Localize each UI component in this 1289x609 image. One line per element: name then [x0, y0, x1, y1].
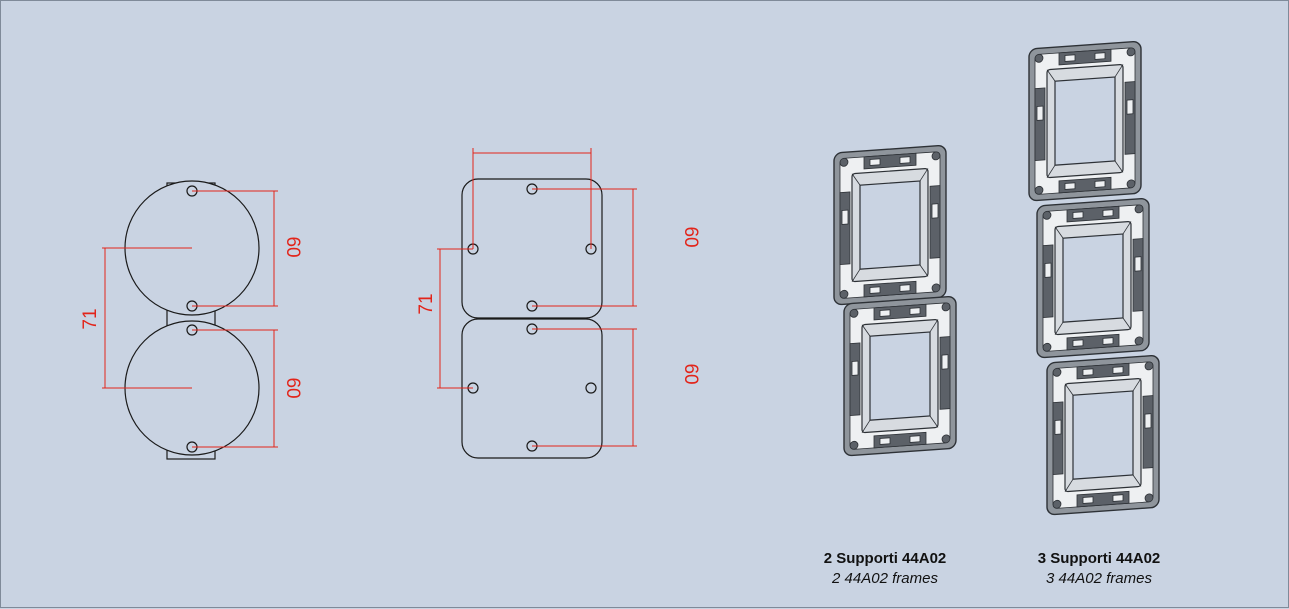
square-boxes-drawing [461, 178, 603, 459]
two-frames-illustration [833, 144, 957, 457]
two-frames-caption-main: 2 Supporti 44A02 [823, 550, 947, 567]
round-boxes-drawing [124, 180, 260, 460]
three-frames-caption: 3 Supporti 44A02 3 44A02 frames [999, 549, 1199, 589]
frame-module [843, 295, 957, 457]
frame-module [833, 144, 947, 306]
round-boxes-dimension-lines [102, 190, 278, 448]
three-frames-caption-main: 3 Supporti 44A02 [1037, 550, 1161, 567]
round-lower-height-label: 60 [282, 377, 303, 398]
frame-module [1036, 197, 1150, 359]
two-frames-caption: 2 Supporti 44A02 2 44A02 frames [785, 549, 985, 589]
frame-module [1028, 40, 1142, 202]
three-frames-illustration [1028, 40, 1160, 516]
square-upper-height-label: 60 [680, 226, 701, 247]
round-spacing-label: 71 [80, 308, 101, 329]
square-box-lower [461, 318, 603, 459]
square-boxes-dimension-lines [437, 148, 637, 447]
screw-hole [585, 382, 597, 394]
round-upper-height-label: 60 [282, 236, 303, 257]
square-box-upper [461, 178, 603, 319]
square-spacing-label: 71 [416, 293, 437, 314]
square-lower-height-label: 60 [680, 363, 701, 384]
frame-module [1046, 354, 1160, 516]
three-frames-caption-sub: 3 44A02 frames [1046, 570, 1152, 587]
two-frames-caption-sub: 2 44A02 frames [832, 570, 938, 587]
